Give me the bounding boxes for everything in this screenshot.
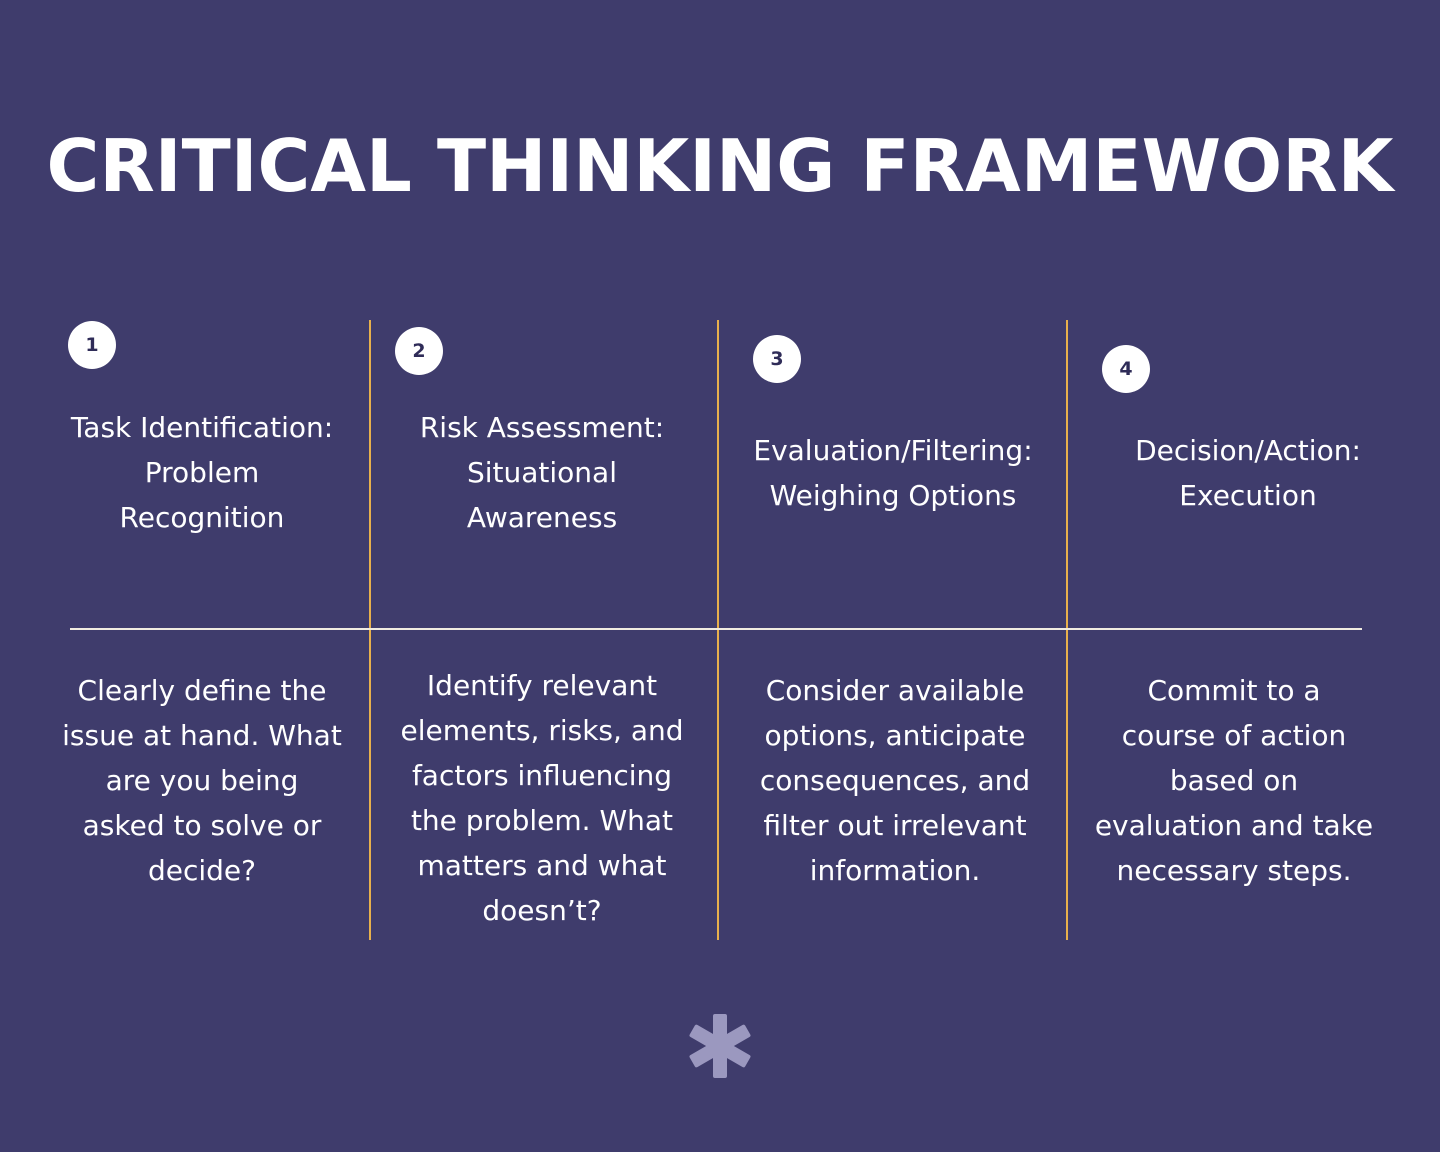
step-2-heading: Risk Assessment: Situational Awareness [419,411,665,534]
step-3-description: Consider available options, anticipate c… [759,674,1031,887]
step-2-description: Identify relevant elements, risks, and f… [400,669,684,927]
column-divider-3 [1066,320,1068,940]
asterisk-icon [689,1014,751,1078]
step-4-number-badge: 4 [1102,345,1150,393]
step-1-heading: Task Identification: Problem Recognition [70,411,334,534]
page-title: CRITICAL THINKING FRAMEWORK [46,124,1394,208]
step-4-heading: Decision/Action: Execution [1135,434,1361,512]
step-1-number-badge: 1 [68,321,116,369]
step-2-number-badge: 2 [395,327,443,375]
step-4-description: Commit to a course of action based on ev… [1094,674,1374,887]
step-1-description: Clearly define the issue at hand. What a… [62,674,342,887]
row-divider [70,628,1362,630]
step-3-number-badge: 3 [753,335,801,383]
column-divider-1 [369,320,371,940]
column-divider-2 [717,320,719,940]
step-3-heading: Evaluation/Filtering: Weighing Options [753,434,1033,512]
